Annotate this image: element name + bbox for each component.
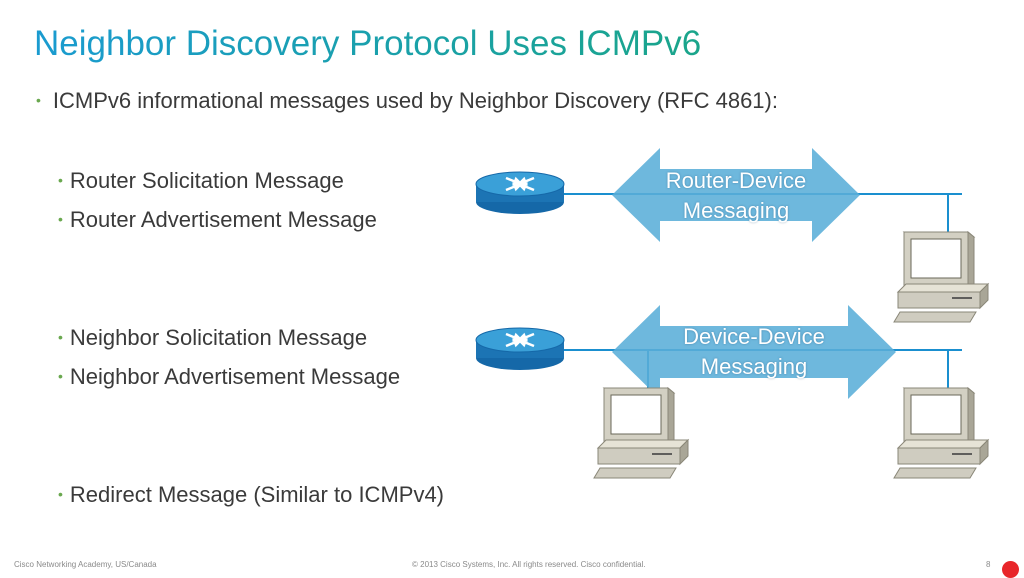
intro-text: ICMPv6 informational messages used by Ne… — [52, 88, 778, 113]
bullet-dot: • — [58, 172, 63, 188]
device-device-arrow — [612, 305, 896, 399]
bullet-text: Redirect Message (Similar to ICMPv4) — [69, 482, 445, 507]
router-icon-bottom — [474, 326, 566, 372]
bullet-dot: • — [58, 211, 63, 227]
router-device-label-line2: Messaging — [682, 198, 790, 223]
intro-bullet: • ICMPv6 informational messages used by … — [36, 88, 778, 114]
cisco-red-dot-icon — [1002, 561, 1019, 578]
device-device-label-line2: Messaging — [700, 354, 808, 379]
router-icon-top — [474, 170, 566, 216]
bullet-text: Neighbor Advertisement Message — [69, 364, 401, 389]
bullet-dot: • — [58, 486, 63, 502]
pc-icon-bottom-left — [593, 387, 689, 479]
device-device-label-line1: Device-Device — [683, 324, 825, 349]
slide-title: Neighbor Discovery Protocol Uses ICMPv6 — [34, 22, 701, 66]
bullet-router-solicitation: • Router Solicitation Message — [58, 168, 344, 194]
bullet-text: Neighbor Solicitation Message — [69, 325, 368, 350]
device-device-label: Device-Device Messaging — [654, 322, 854, 382]
footer-academy: Cisco Networking Academy, US/Canada — [14, 560, 157, 569]
bullet-dot: • — [58, 329, 63, 345]
footer-page-number: 8 — [986, 560, 991, 569]
router-device-label-line1: Router-Device — [665, 168, 807, 193]
bullet-text: Router Solicitation Message — [69, 168, 344, 193]
footer-copyright: © 2013 Cisco Systems, Inc. All rights re… — [412, 560, 646, 569]
router-device-label: Router-Device Messaging — [636, 166, 836, 226]
bullet-router-advertisement: • Router Advertisement Message — [58, 207, 377, 233]
bullet-text: Router Advertisement Message — [69, 207, 377, 232]
bullet-dot: • — [36, 92, 41, 108]
pc-icon-bottom-right — [893, 387, 989, 479]
router-device-arrow — [612, 148, 860, 242]
pc-icon-top-right — [893, 231, 989, 323]
bullet-neighbor-solicitation: • Neighbor Solicitation Message — [58, 325, 367, 351]
bullet-redirect: • Redirect Message (Similar to ICMPv4) — [58, 482, 444, 508]
bullet-neighbor-advertisement: • Neighbor Advertisement Message — [58, 364, 400, 390]
bullet-dot: • — [58, 368, 63, 384]
